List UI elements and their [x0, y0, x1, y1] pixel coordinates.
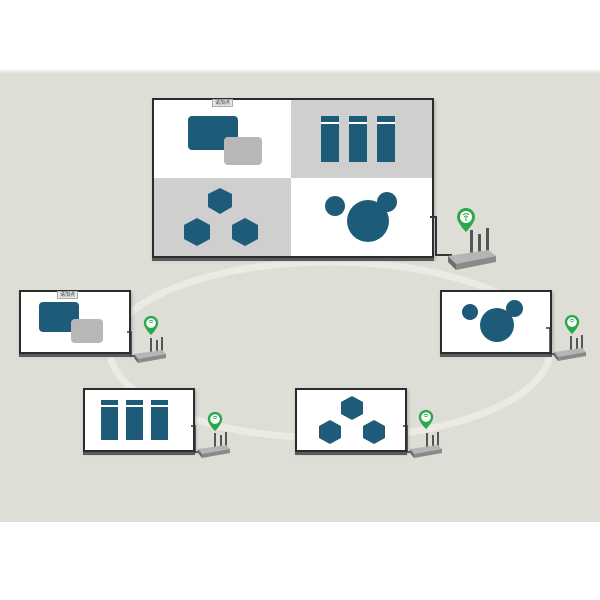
- bottom-left-wifi-pin-icon: [207, 411, 223, 432]
- bottom-left-router-icon: [198, 432, 230, 458]
- bar-3: [151, 400, 168, 440]
- gray-rectangle: [71, 319, 103, 343]
- bar-1: [321, 116, 339, 162]
- hexagon-cluster: [319, 396, 385, 444]
- left-top-router-icon: [134, 337, 166, 363]
- main-wifi-pin-icon: [457, 208, 475, 232]
- main-display: 请加点: [152, 98, 434, 261]
- circle-small-right: [377, 192, 397, 212]
- main-quad-bottom-left: [154, 178, 291, 256]
- gray-rectangle: [224, 137, 262, 165]
- main-cable: [430, 216, 452, 256]
- left-top-wifi-pin-icon: [143, 315, 159, 336]
- display-bottom-left: [83, 388, 195, 455]
- bar-2: [349, 116, 367, 162]
- circle-small-left: [325, 196, 345, 216]
- right-router-icon: [554, 335, 586, 361]
- circle-small-right: [506, 300, 523, 317]
- hexagon-cluster: [184, 188, 258, 246]
- main-router-icon: [448, 228, 496, 270]
- display-bottom-right: [295, 388, 407, 455]
- main-quad-top-right: [291, 100, 432, 178]
- display-left-top: 请加点: [19, 290, 131, 357]
- bar-1: [101, 400, 118, 440]
- bar-3: [377, 116, 395, 162]
- right-wifi-pin-icon: [564, 314, 580, 335]
- main-display-tag: 请加点: [212, 99, 234, 107]
- main-quad-top-left: [154, 100, 291, 178]
- circle-small-left: [462, 304, 478, 320]
- stage-top-edge: [0, 70, 600, 74]
- bottom-right-router-icon: [410, 432, 442, 458]
- bar-2: [126, 400, 143, 440]
- display-right: [440, 290, 552, 357]
- display-left-top-tag: 请加点: [57, 291, 79, 299]
- bottom-right-wifi-pin-icon: [418, 409, 434, 430]
- main-quad-bottom-right: [291, 178, 432, 256]
